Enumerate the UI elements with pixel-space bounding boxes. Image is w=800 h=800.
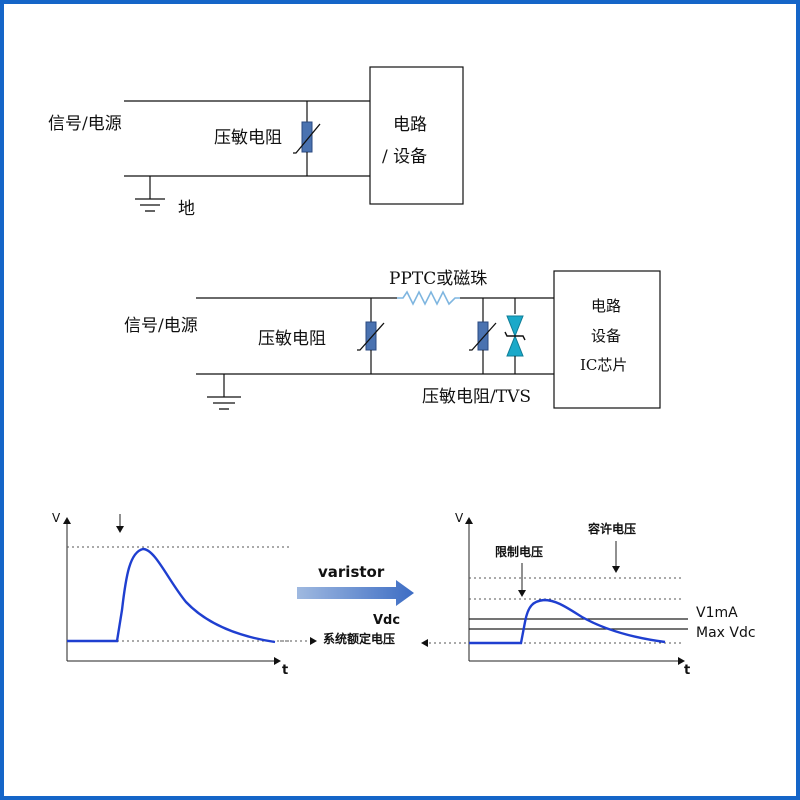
c1-varistor bbox=[301, 121, 313, 153]
c2-device-line2: 设备 bbox=[591, 327, 621, 345]
varistor-big-arrow bbox=[297, 580, 414, 606]
c1-ground-label: 地 bbox=[178, 199, 195, 219]
c2-input-label: 信号/电源 bbox=[124, 316, 198, 336]
c1-device-box bbox=[369, 66, 464, 205]
c2-device-box bbox=[553, 270, 661, 409]
c1-varistor-slash bbox=[293, 123, 321, 154]
waveform-right: V t 容许电压 限制电压 V1mA Max Vdc bbox=[455, 511, 756, 678]
circuit-2: 信号/电源 PPTC或磁珠 压敏电阻 压敏电阻/TVS 电路 设备 IC芯片 bbox=[124, 269, 661, 410]
wr-v1ma-label: V1mA bbox=[696, 605, 738, 621]
c1-input-label: 信号/电源 bbox=[48, 114, 122, 134]
transform-arrow: varistor Vdc 系统额定电压 bbox=[280, 563, 466, 647]
c2-varistor1-label: 压敏电阻 bbox=[258, 329, 326, 349]
circuit-1: 信号/电源 压敏电阻 地 电路 / 设备 bbox=[48, 66, 464, 219]
wr-limit-label: 限制电压 bbox=[495, 544, 543, 559]
vdc-label: Vdc bbox=[373, 613, 400, 628]
wr-axis-t-label: t bbox=[684, 663, 690, 678]
wr-clamped-curve bbox=[469, 598, 666, 645]
rated-voltage-label: 系统额定电压 bbox=[323, 631, 395, 646]
c2-tvs-label: 压敏电阻/TVS bbox=[422, 387, 531, 407]
c2-tvs-upper-triangle bbox=[506, 315, 524, 338]
waveform-left: V t bbox=[52, 511, 292, 678]
wr-axis-v-label: V bbox=[455, 511, 464, 525]
c2-device-line3: IC芯片 bbox=[580, 356, 627, 374]
c2-pptc-label: PPTC或磁珠 bbox=[389, 269, 487, 289]
c2-pptc bbox=[397, 290, 460, 306]
c2-varistor1-slash bbox=[357, 322, 385, 351]
c2-device-line1: 电路 bbox=[591, 297, 621, 315]
c2-varistor2 bbox=[477, 321, 489, 351]
c1-device-line1: 电路 bbox=[393, 115, 427, 135]
c2-varistor2-slash bbox=[469, 322, 497, 351]
c2-varistor1 bbox=[365, 321, 377, 351]
wl-axis-t-label: t bbox=[282, 663, 288, 678]
c1-varistor-label: 压敏电阻 bbox=[214, 128, 282, 148]
varistor-label: varistor bbox=[318, 563, 385, 581]
c2-tvs-bar bbox=[504, 331, 526, 341]
wl-surge-curve bbox=[67, 547, 276, 644]
c1-device-line2: / 设备 bbox=[382, 147, 427, 167]
diagram-canvas: 信号/电源 压敏电阻 地 电路 / 设备 信号/电源 PPTC或磁珠 压敏电阻 bbox=[48, 66, 756, 678]
wr-tolerance-label: 容许电压 bbox=[587, 521, 636, 536]
c2-tvs-lower-triangle bbox=[506, 334, 524, 357]
wl-axis-v-label: V bbox=[52, 511, 61, 525]
wr-maxvdc-label: Max Vdc bbox=[696, 625, 756, 641]
